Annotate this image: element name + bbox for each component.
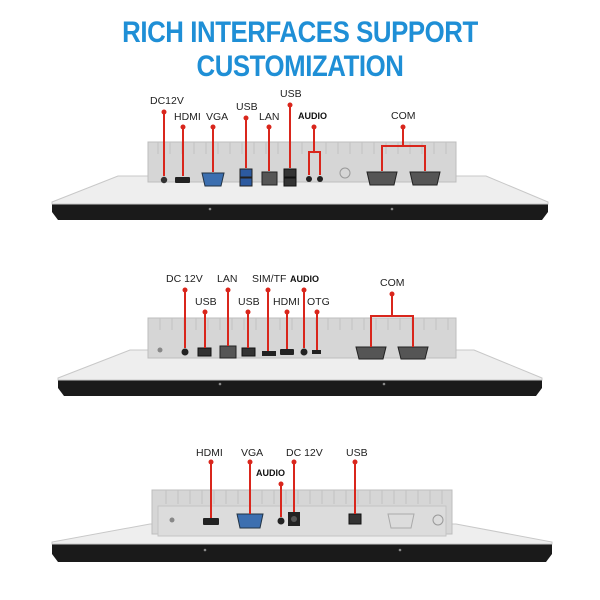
hdmi-port	[175, 177, 190, 183]
dc-jack-port	[160, 176, 168, 184]
audio-jack	[277, 517, 285, 525]
hdmi-port	[280, 349, 294, 355]
vga-port	[201, 172, 225, 187]
label-vga: VGA	[206, 111, 228, 123]
usb-port	[283, 177, 297, 187]
usb-b-port	[348, 513, 362, 525]
audio-jack	[300, 348, 308, 356]
label-usb: USB	[346, 447, 368, 459]
label-usb: USB	[236, 101, 258, 113]
panel-middle-device: DC 12V USB LAN USB SIM/TF AUDIO HDMI OTG…	[0, 268, 600, 418]
label-audio: AUDIO	[298, 111, 327, 121]
usb-port	[241, 347, 256, 357]
com-port	[366, 171, 398, 186]
label-lan: LAN	[259, 111, 279, 123]
label-hdmi: HDMI	[273, 296, 300, 308]
com-port	[409, 171, 441, 186]
label-lan: LAN	[217, 273, 237, 285]
label-com: COM	[391, 110, 416, 122]
label-dc-12v: DC 12V	[286, 447, 323, 459]
usb-port	[239, 177, 253, 187]
vga-port	[236, 513, 264, 529]
label-audio: AUDIO	[290, 274, 319, 284]
com-port	[355, 346, 387, 360]
panel-bottom-device: HDMI VGA AUDIO DC 12V USB	[0, 440, 600, 590]
label-hdmi: HDMI	[174, 111, 201, 123]
label-otg: OTG	[307, 296, 330, 308]
audio-jack	[317, 176, 323, 182]
usb-port	[239, 168, 253, 178]
bezel	[52, 544, 552, 562]
label-hdmi: HDMI	[196, 447, 223, 459]
hdmi-port	[203, 518, 219, 525]
blank-com-cutout	[387, 513, 415, 529]
otg-port	[312, 350, 321, 354]
label-com: COM	[380, 277, 405, 289]
panel-top-device: DC12V HDMI VGA USB LAN USB AUDIO COM	[0, 90, 600, 240]
bezel	[52, 204, 548, 220]
com-port	[397, 346, 429, 360]
label-dc12v: DC12V	[150, 95, 184, 107]
label-usb: USB	[280, 90, 302, 100]
dc-jack-port	[181, 348, 189, 356]
page-title: RICH INTERFACES SUPPORT CUSTOMIZATION	[122, 16, 478, 83]
screw-hole	[432, 514, 444, 526]
screw-hole	[339, 167, 351, 179]
audio-jack	[306, 176, 312, 182]
lan-port	[261, 171, 278, 186]
label-sim-tf: SIM/TF	[252, 273, 286, 285]
usb-port	[283, 168, 297, 178]
lan-port	[219, 345, 237, 359]
label-dc-12v: DC 12V	[166, 273, 203, 285]
label-usb: USB	[238, 296, 260, 308]
usb-port	[197, 347, 212, 357]
label-audio: AUDIO	[256, 468, 285, 478]
label-usb: USB	[195, 296, 217, 308]
sim-tf-slot	[262, 351, 276, 356]
label-vga: VGA	[241, 447, 263, 459]
bezel	[58, 380, 542, 396]
